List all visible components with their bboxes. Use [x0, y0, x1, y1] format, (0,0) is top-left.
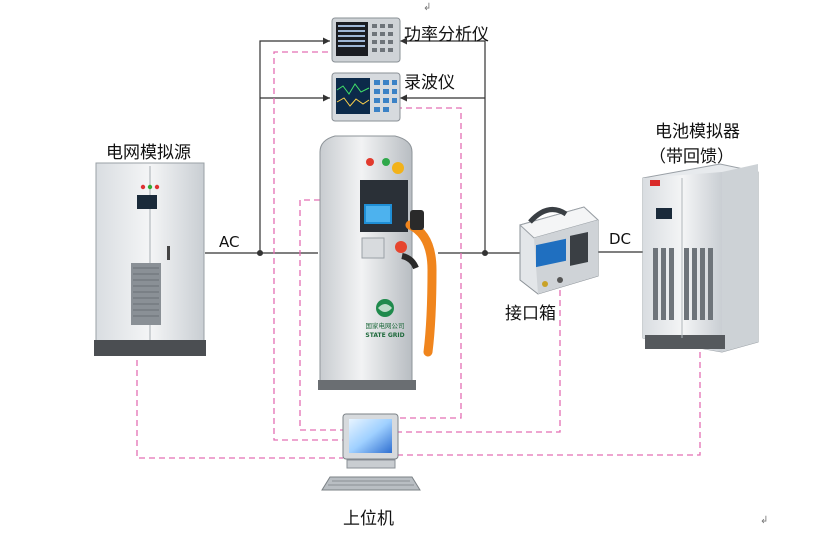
paragraph-mark: ↲ [423, 2, 432, 13]
comm-lines [136, 51, 701, 459]
interface-box-label: 接口箱 [505, 304, 556, 324]
battery-simulator-cabinet [642, 163, 759, 353]
comm-grid-simulator [136, 360, 343, 459]
charger-brand-cn: 国家电网公司 [366, 321, 405, 330]
comm-battery-simulator [398, 352, 701, 456]
grid-simulator-label: 电网模拟源 [106, 143, 191, 163]
host-computer-label: 上位机 [343, 509, 394, 529]
arrowhead [400, 94, 407, 102]
charger-brand-en: STATE GRID [365, 332, 404, 339]
comm-power-analyzer [273, 51, 343, 441]
ac-branch-power-analyzer [259, 40, 330, 253]
power-analyzer-instrument [331, 17, 401, 63]
junction-dot [257, 250, 263, 256]
charging-pile: 国家电网公司 STATE GRID [318, 135, 437, 390]
junction-dots [257, 250, 488, 256]
interface-box [519, 206, 599, 295]
oscilloscope-instrument [331, 72, 401, 122]
arrowhead [400, 37, 407, 45]
battery-simulator-sublabel: （带回馈） [649, 147, 734, 167]
arrowhead [323, 94, 330, 102]
comm-oscilloscope [357, 107, 462, 419]
comm-charger [299, 199, 343, 431]
comm-interface-box [398, 280, 561, 433]
host-computer [321, 413, 421, 491]
power-lines [205, 40, 643, 254]
arrowheads [323, 37, 407, 102]
power-analyzer-label: 功率分析仪 [404, 25, 489, 45]
paragraph-mark: ↲ [760, 515, 769, 526]
junction-dot [482, 250, 488, 256]
grid-simulator-cabinet [94, 162, 206, 356]
oscilloscope-label: 录波仪 [404, 73, 455, 93]
dc-branch-power-analyzer [400, 40, 486, 253]
arrowhead [323, 37, 330, 45]
dc-label: DC [609, 230, 632, 248]
battery-simulator-label: 电池模拟器 [655, 122, 740, 142]
ac-label: AC [219, 233, 240, 251]
